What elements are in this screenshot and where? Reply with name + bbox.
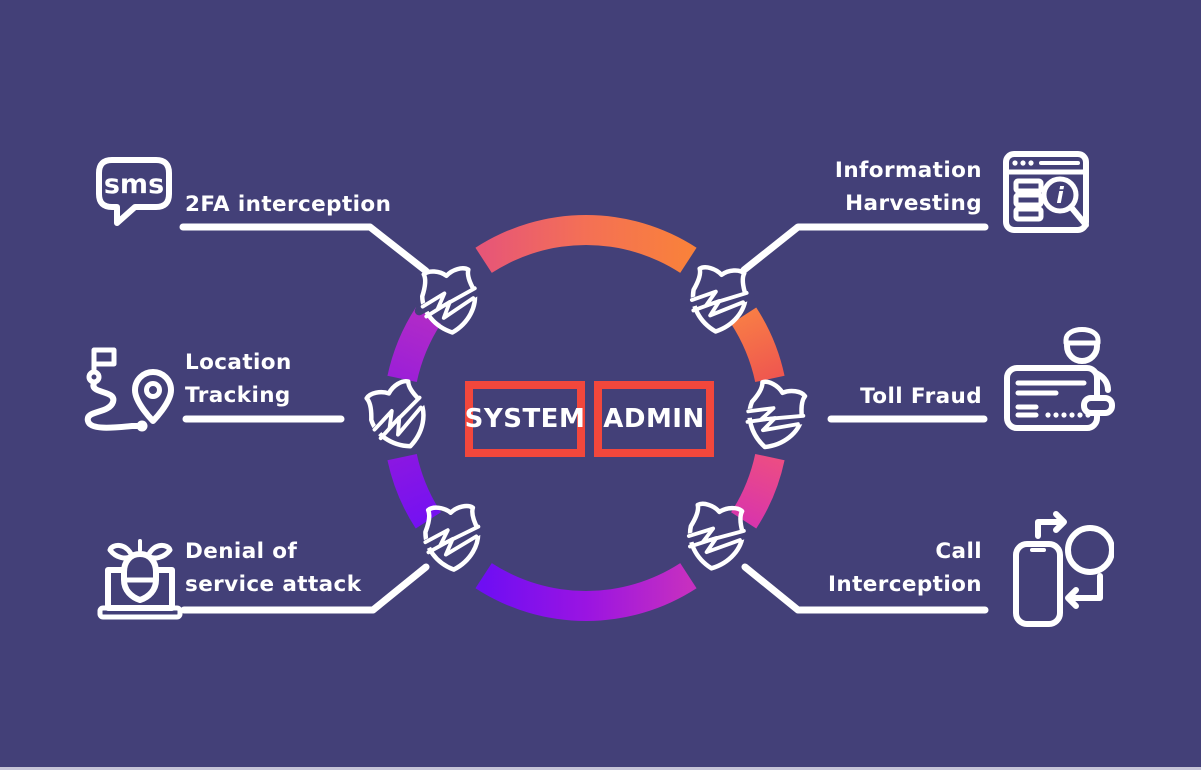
threat-label-location-tracking: Location Tracking <box>185 350 292 408</box>
connector-line-dos <box>180 563 430 614</box>
person-card-icon <box>1000 318 1118 438</box>
threat-label-information-harvesting: Information Harvesting <box>834 158 982 216</box>
threat-label-denial-of-service: Denial of service attack <box>185 539 362 597</box>
gradient-ring <box>387 215 785 621</box>
connector-line-2fa <box>179 223 430 275</box>
system-box: SYSTEM <box>465 381 585 457</box>
system-label: SYSTEM <box>464 404 586 434</box>
ring-segment <box>475 215 697 273</box>
admin-label: ADMIN <box>603 404 705 434</box>
bomb-laptop-icon <box>92 534 190 626</box>
broken-shield-icon <box>736 378 814 457</box>
ring-segment <box>731 307 785 383</box>
svg-text:i: i <box>1056 184 1064 209</box>
sms-bubble-icon: sms <box>88 150 182 246</box>
ring-segment <box>387 307 441 383</box>
broken-shield-icon <box>358 377 438 458</box>
connector-line-harvesting <box>740 223 989 274</box>
location-route-icon <box>80 340 182 440</box>
threat-label-2fa-interception: 2FA interception <box>185 192 392 217</box>
connector-line-callinterception <box>741 563 989 614</box>
broken-shields <box>358 266 813 573</box>
svg-text:sms: sms <box>104 169 164 200</box>
ring-segment <box>387 453 441 529</box>
ring-segment <box>731 453 785 529</box>
broken-shield-icon <box>420 505 485 571</box>
threat-label-toll-fraud: Toll Fraud <box>860 384 982 409</box>
broken-shield-icon <box>681 502 751 573</box>
ring-segment <box>475 563 697 621</box>
phone-redirect-icon <box>1002 504 1115 634</box>
browser-search-icon: i <box>1000 146 1092 242</box>
connector-lines <box>179 223 989 614</box>
threat-label-call-interception: Call Interception <box>827 539 982 597</box>
admin-box: ADMIN <box>594 381 714 457</box>
image-bottom-edge <box>0 767 1201 770</box>
